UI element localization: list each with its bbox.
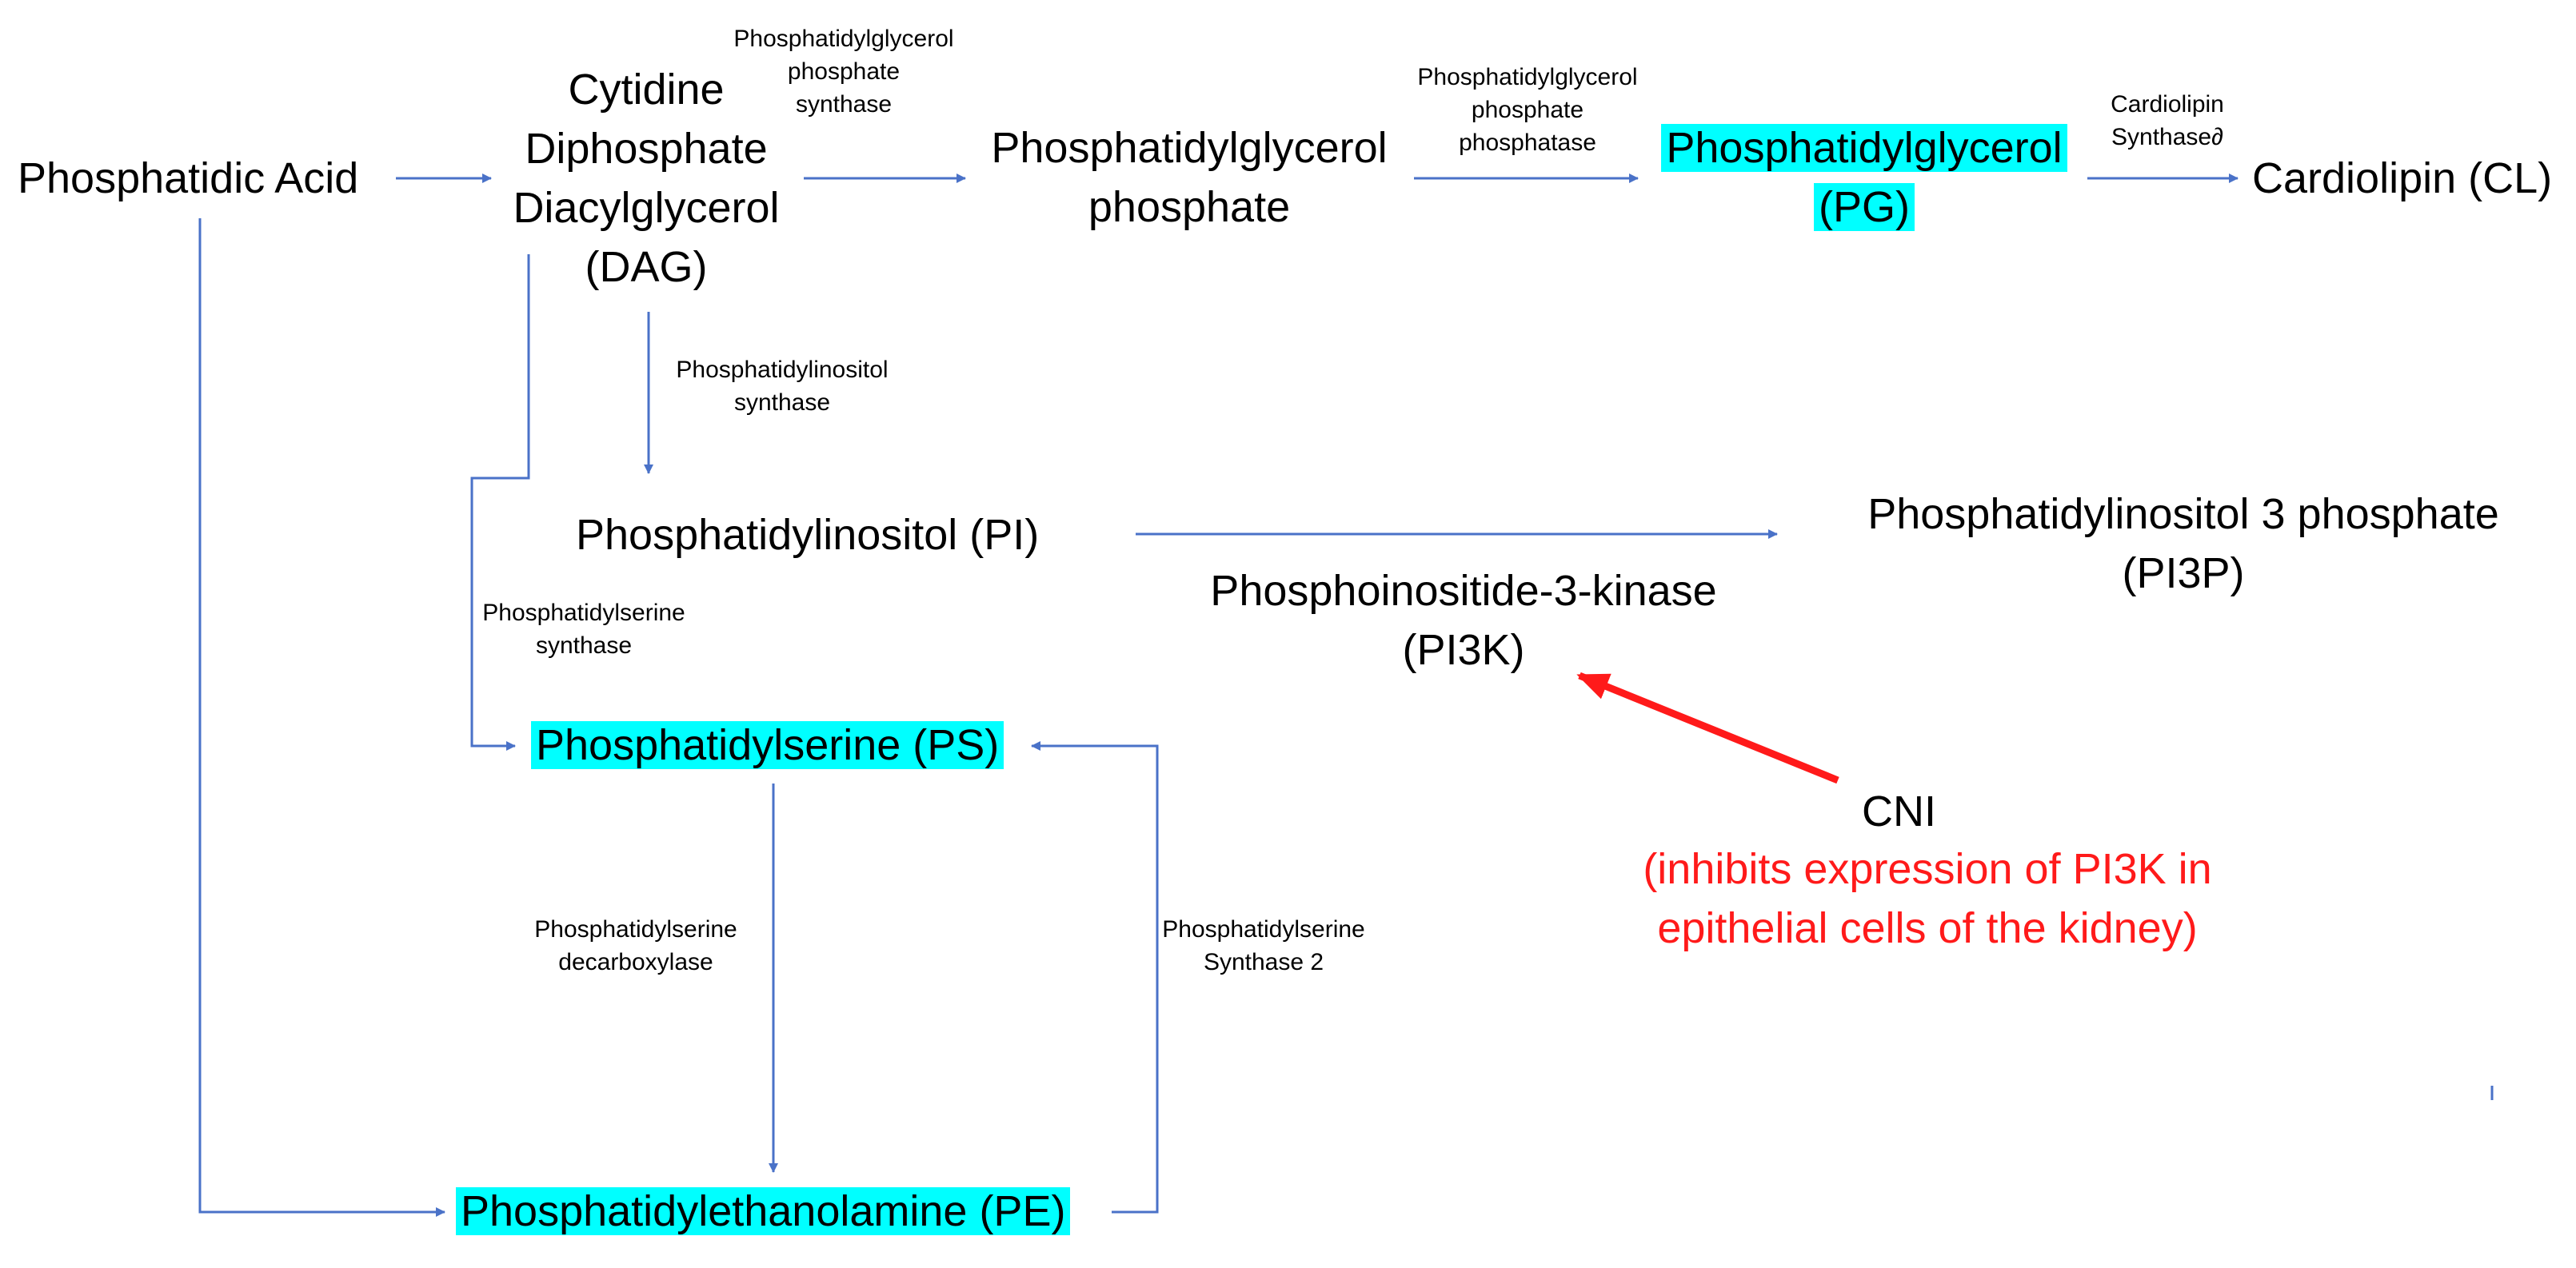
enzyme-pi-synthase: Phosphatidylinositol synthase [662,353,902,419]
node-ps-line: Phosphatidylserine (PS) [531,716,1004,775]
enzyme-pgp-phosphatase-line-1: Phosphatidylglycerol [1417,64,1638,90]
enzyme-ps-decarboxylase: Phosphatidylserine decarboxylase [524,913,748,979]
node-pe: Phosphatidylethanolamine (PE) [456,1182,1071,1241]
enzyme-pgp-synthase-line-3: synthase [795,91,893,118]
node-pi3p: Phosphatidylinositol 3 phosphate (PI3P) [1839,484,2527,603]
enzyme-ps-synthase-line-1: Phosphatidylserine [482,600,685,626]
enzyme-ps-decarboxylase-line-2: decarboxylase [558,949,713,975]
enzyme-pgp-phosphatase: Phosphatidylglycerol phosphate phosphata… [1408,61,1647,159]
node-pi3k-line-1: Phosphoinositide-3-kinase [1210,567,1717,615]
enzyme-pgp-synthase: Phosphatidylglycerol phosphate synthase [724,22,964,121]
arrow-cdpdag-to-ps [470,254,530,751]
enzyme-ps-synthase-line-2: synthase [535,632,633,659]
node-pg-line-1: Phosphatidylglycerol [1652,118,2076,177]
enzyme-ps-synthase-2-line-2: Synthase 2 [1203,949,1324,975]
node-cni-note-line-2: epithelial cells of the kidney) [1657,904,2198,952]
node-pg: Phosphatidylglycerol (PG) [1652,118,2076,237]
node-ps-label: Phosphatidylserine (PS) [531,721,1004,769]
node-pi-text: Phosphatidylinositol (PI) [576,511,1040,559]
node-pe-line: Phosphatidylethanolamine (PE) [456,1182,1071,1241]
node-pi3p-line-1: Phosphatidylinositol 3 phosphate [1867,490,2499,538]
node-pi: Phosphatidylinositol (PI) [576,505,1039,564]
enzyme-pgp-phosphatase-line-2: phosphate [1471,97,1584,123]
enzyme-pgp-synthase-line-2: phosphate [787,58,901,85]
node-pg-line-2: (PG) [1652,177,2076,237]
node-cdp-dag-line-2: Diphosphate [525,125,768,173]
node-cni: CNI [1862,782,1936,841]
enzyme-pi-synthase-line-2: synthase [733,389,831,416]
node-phosphatidic-acid-text: Phosphatidic Acid [18,154,359,202]
node-pi3k: Phosphoinositide-3-kinase (PI3K) [1184,561,1743,680]
enzyme-ps-synthase-2: Phosphatidylserine Synthase 2 [1152,913,1376,979]
arrow-pe-to-ps [1031,741,1159,1214]
node-pg-label-1: Phosphatidylglycerol [1661,124,2067,172]
node-cdp-dag-line-4: (DAG) [585,243,708,291]
node-pi3k-line-2: (PI3K) [1402,626,1525,674]
enzyme-pgp-synthase-line-1: Phosphatidylglycerol [733,26,954,52]
enzyme-cl-synthase-line-1: Cardiolipin [2111,91,2224,118]
node-pgp-line-2: phosphate [1088,183,1291,231]
node-cl-text: Cardiolipin (CL) [2252,154,2553,202]
node-cni-text: CNI [1862,788,1936,835]
arrow-cni-to-pi3k [1576,672,1839,784]
arrow-pa-to-pe [198,218,445,1217]
enzyme-cl-synthase-line-2: Synthase∂ [2111,124,2223,150]
node-cni-note: (inhibits expression of PI3K in epitheli… [1600,839,2255,958]
node-pi3p-line-2: (PI3P) [2122,549,2245,597]
enzyme-ps-decarboxylase-line-1: Phosphatidylserine [534,916,737,943]
enzyme-cl-synthase: Cardiolipin Synthase∂ [2079,88,2255,154]
node-cl: Cardiolipin (CL) [2252,149,2552,208]
node-cni-note-line-1: (inhibits expression of PI3K in [1643,845,2212,893]
node-ps: Phosphatidylserine (PS) [531,716,1004,775]
node-phosphatidic-acid: Phosphatidic Acid [18,149,358,208]
enzyme-ps-synthase: Phosphatidylserine synthase [472,596,696,662]
node-pgp: Phosphatidylglycerol phosphate [977,118,1401,237]
node-cdp-dag: Cytidine Diphosphate Diacylglycerol (DAG… [502,60,790,297]
enzyme-ps-synthase-2-line-1: Phosphatidylserine [1162,916,1365,943]
node-cdp-dag-line-3: Diacylglycerol [513,184,780,232]
node-cdp-dag-line-1: Cytidine [568,66,725,114]
node-pe-label: Phosphatidylethanolamine (PE) [456,1187,1071,1235]
node-pgp-line-1: Phosphatidylglycerol [991,124,1388,172]
node-pg-label-2: (PG) [1814,183,1915,231]
enzyme-pi-synthase-line-1: Phosphatidylinositol [676,357,889,383]
enzyme-pgp-phosphatase-line-3: phosphatase [1459,130,1596,156]
